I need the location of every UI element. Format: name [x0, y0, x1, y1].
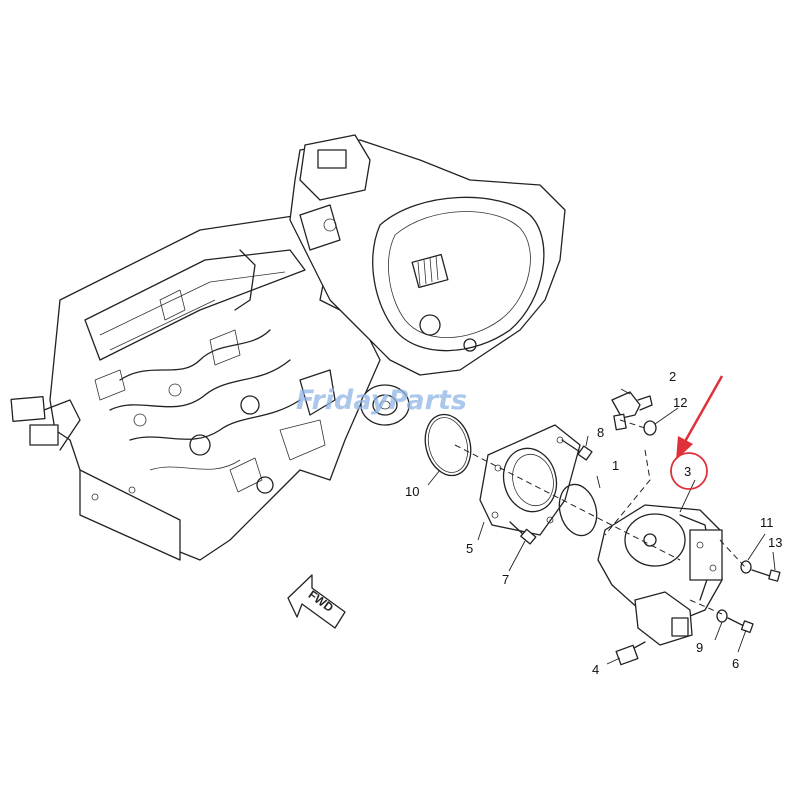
part-7-bolt — [509, 521, 537, 545]
callout-10: 10 — [405, 484, 419, 499]
transmission-housing — [10, 214, 381, 561]
part-8-bolt — [561, 439, 593, 461]
callout-6: 6 — [732, 656, 739, 671]
assembly-line — [689, 599, 723, 615]
highlight-arrowhead — [676, 436, 693, 460]
callout-3: 3 — [684, 464, 691, 479]
highlight-arrow — [681, 375, 724, 446]
callout-4: 4 — [592, 662, 599, 677]
callout-8: 8 — [597, 425, 604, 440]
callout-11: 11 — [760, 515, 774, 530]
assembly-line — [719, 539, 746, 568]
part-9-washer — [716, 609, 728, 623]
part-10-o-ring — [424, 413, 472, 477]
part-12-seal — [643, 420, 657, 436]
callout-5: 5 — [466, 541, 473, 556]
callout-13: 13 — [768, 535, 782, 550]
part-11-washer — [740, 560, 752, 574]
part-4-sensor — [615, 641, 646, 666]
part-1-o-ring — [558, 483, 598, 537]
highlight-circle — [670, 452, 708, 490]
leader-lines — [427, 388, 776, 665]
callout-12: 12 — [673, 395, 687, 410]
callout-2: 2 — [669, 369, 676, 384]
forward-direction-arrow: FWD — [287, 574, 346, 629]
bell-housing — [289, 134, 566, 376]
watermark-text: FridayParts — [296, 385, 467, 416]
part-3-highlight — [670, 375, 724, 490]
part-3-pump — [597, 504, 723, 646]
assembly-line — [604, 449, 651, 536]
callout-7: 7 — [502, 572, 509, 587]
part-2-fitting — [611, 391, 653, 431]
assembly-line — [619, 419, 646, 429]
assembly-line — [454, 444, 681, 561]
output-flange — [360, 384, 410, 426]
part-5-adapter-housing — [479, 424, 581, 536]
callout-1: 1 — [612, 458, 619, 473]
callout-9: 9 — [696, 640, 703, 655]
part-6-bolt — [727, 617, 754, 634]
part-13-bolt — [751, 569, 781, 582]
